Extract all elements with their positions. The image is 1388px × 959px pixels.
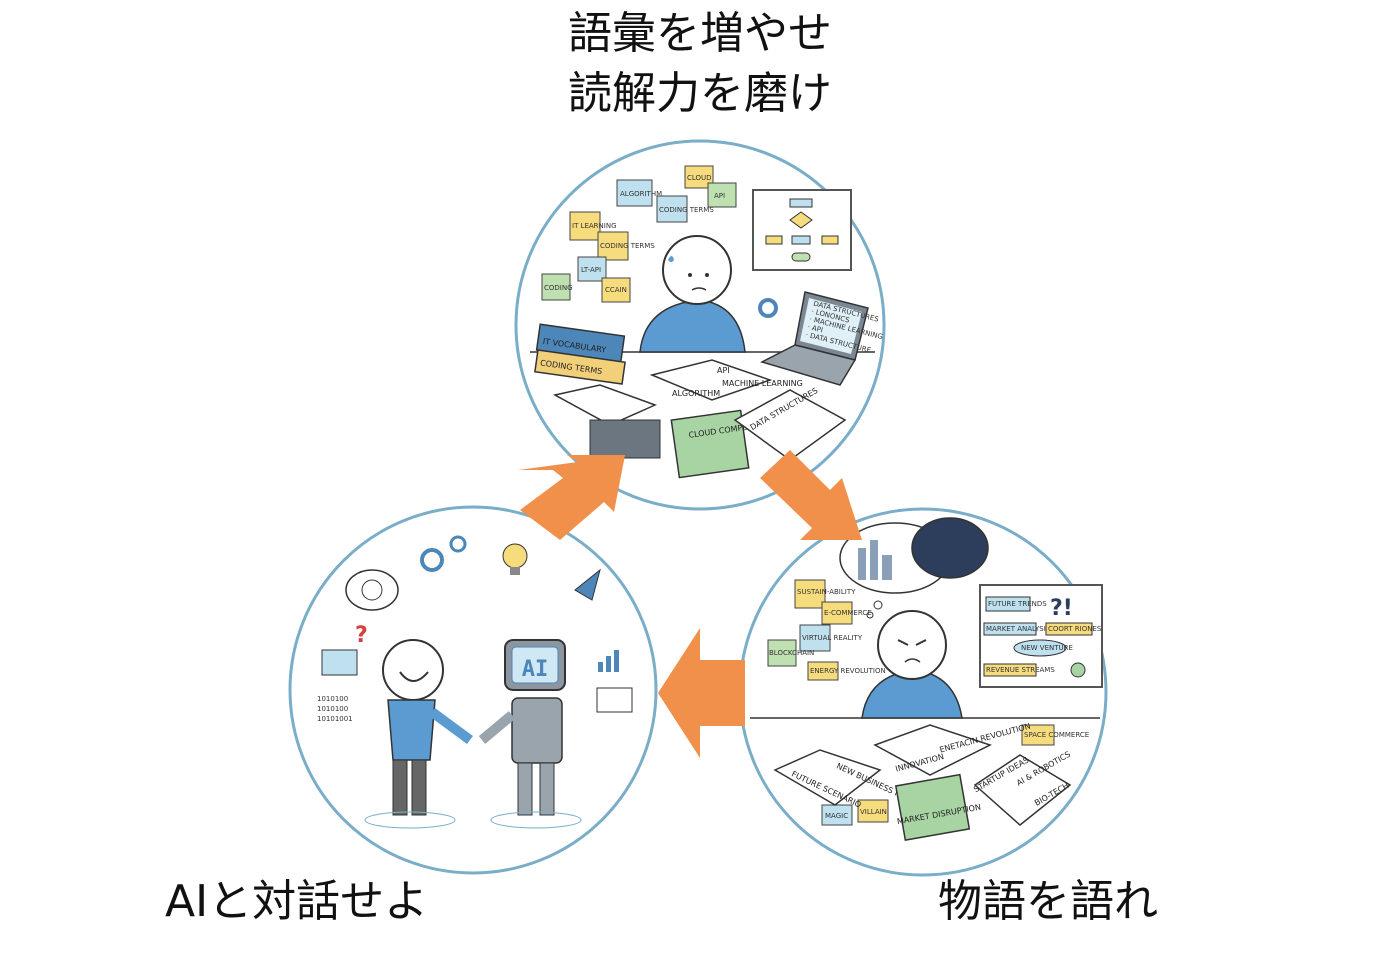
- open-book: [552, 384, 658, 426]
- human-figure: [382, 639, 473, 816]
- top-circle-vocabulary: ALGORITHM CLOUD API CODING TERMS IT LEAR…: [514, 139, 886, 511]
- board-item: COORT RIONES: [1048, 625, 1102, 633]
- note: VIRTUAL REALITY: [802, 634, 863, 642]
- checklist-icon: [596, 687, 633, 713]
- startup-ideas-book: STARTUP IDEAS AI & ROBOTICS BIO-TECH: [972, 750, 1072, 826]
- book-title: ALGORITHM: [672, 389, 720, 398]
- note: MAGIC: [825, 812, 848, 820]
- student-frustrated: [861, 610, 963, 719]
- note: CCAIN: [605, 286, 627, 294]
- sticky-notes: SUSTAIN-ABILITY E-COMMERCE VIRTUAL REALI…: [767, 579, 1089, 826]
- book-title: API: [717, 366, 730, 375]
- business-whiteboard: FUTURE TRENDS ?! MARKET ANALYSIS COORT R…: [979, 584, 1103, 688]
- note: CODING TERMS: [600, 242, 655, 250]
- market-disruption-notebook: MARKET DISRUPTION: [894, 773, 982, 842]
- water-ripple: [364, 811, 456, 829]
- note: LT-API: [581, 266, 601, 274]
- student-worried: [639, 235, 746, 353]
- title-line-2: 読解力を磨け: [568, 68, 832, 119]
- title-line-1: 語彙を増やせ: [568, 8, 832, 59]
- book-stack: IT VOCABULARY CODING TERMS: [534, 323, 626, 385]
- binary-line: 1010100: [317, 695, 348, 703]
- gear-icon: [758, 298, 778, 318]
- board-item: REVENUE STREAMS: [986, 666, 1055, 674]
- note: VILLAIN: [860, 808, 887, 816]
- lightbulb-icon: [502, 543, 528, 575]
- arrow-ai-to-vocabulary: [518, 455, 625, 540]
- note: E-COMMERCE: [824, 609, 872, 617]
- bar-chart-icon: [598, 650, 619, 672]
- binary-line: 10101001: [317, 715, 353, 723]
- laptop: DATA STRUCTURES · LONONCS · MACHINE LEAR…: [759, 291, 884, 386]
- closed-book: [589, 419, 661, 459]
- note: CODING: [544, 284, 573, 292]
- label-tell-story: 物語を語れ: [938, 876, 1158, 927]
- board-item: NEW VENTURE: [1021, 644, 1073, 652]
- right-circle-storytelling: SUSTAIN-ABILITY E-COMMERCE VIRTUAL REALI…: [738, 507, 1108, 877]
- book-title: MACHINE LEARNING: [722, 379, 803, 388]
- open-notebook: API MACHINE LEARNING ALGORITHM: [649, 359, 803, 401]
- thought-scribble-icon: [345, 569, 399, 611]
- gear-icon: [449, 535, 467, 553]
- money-bag-icon: [1070, 662, 1086, 678]
- binary-text: 1010100 1010100 10101001: [317, 695, 353, 723]
- note: ALGORITHM: [620, 190, 662, 198]
- sticky-notes: ALGORITHM CLOUD API CODING TERMS IT LEAR…: [541, 165, 737, 303]
- note: SPACE COMMERCE: [1024, 731, 1089, 739]
- board-item: ?!: [1050, 596, 1073, 621]
- gear-icon: [420, 548, 444, 572]
- rocket-icon: [574, 568, 601, 601]
- ai-robot: AI: [478, 639, 566, 816]
- board-item: FUTURE TRENDS: [988, 600, 1047, 608]
- left-circle-ai-dialogue: ? 1010100 1010100 10101001 AI: [288, 505, 658, 875]
- image-icon: [321, 649, 358, 676]
- water-ripple: [490, 811, 582, 829]
- note: BLOCKCHAIN: [769, 649, 814, 657]
- note: IT LEARNING: [572, 222, 617, 230]
- note: CODING TERMS: [659, 206, 714, 214]
- note: CLOUD: [687, 174, 712, 182]
- label-talk-with-ai: AIと対話せよ: [165, 876, 429, 927]
- robot-ai-label: AI: [522, 657, 549, 682]
- note: ENERGY REVOLUTION: [810, 667, 886, 675]
- question-mark-icon: ?: [355, 623, 368, 648]
- thought-bubble-future-city: [839, 517, 989, 619]
- laptop-line: · API: [807, 323, 824, 335]
- arrow-story-to-ai: [658, 628, 745, 758]
- flowchart-whiteboard: [752, 189, 852, 271]
- arrow-vocabulary-to-story: [760, 450, 862, 540]
- title-vocabulary-reading: 語彙を増やせ 読解力を磨け: [0, 4, 1388, 124]
- note: SUSTAIN-ABILITY: [797, 588, 856, 596]
- note: API: [714, 192, 725, 200]
- board-item: MARKET ANALYSIS: [986, 625, 1051, 633]
- binary-line: 1010100: [317, 705, 348, 713]
